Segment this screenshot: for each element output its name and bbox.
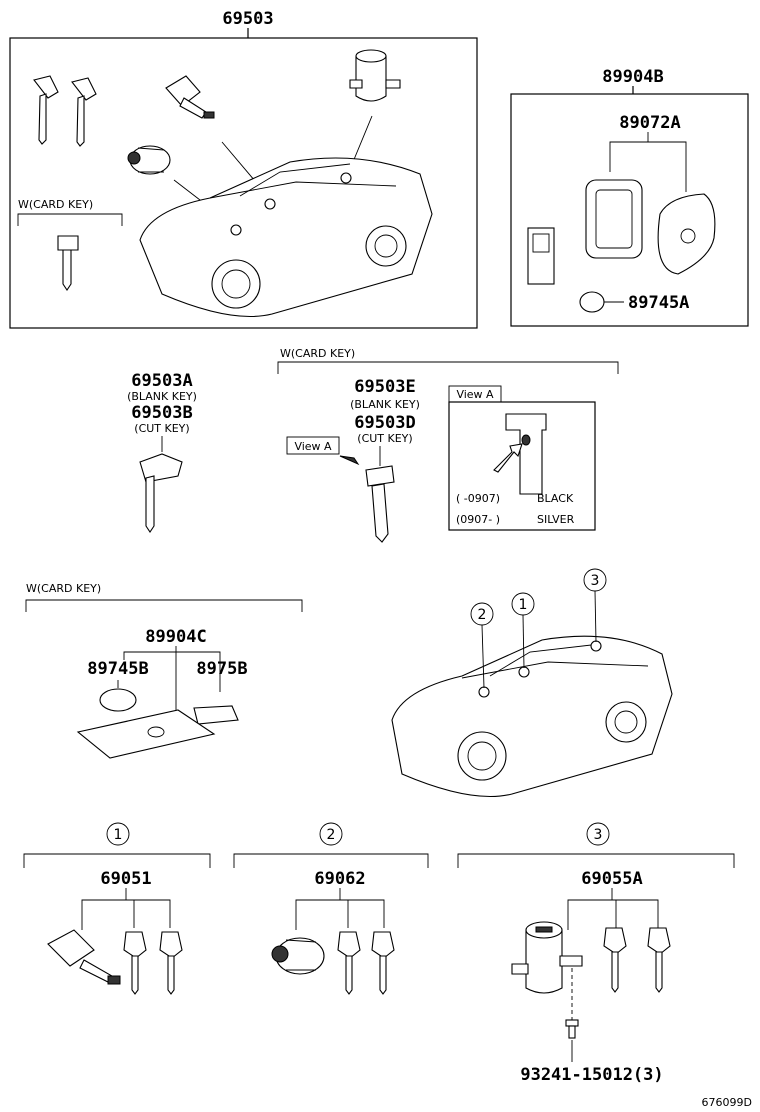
cut-key-label: (CUT KEY) [357, 432, 412, 445]
card-insert-icon [193, 705, 239, 725]
key-icon [647, 927, 671, 993]
card-key-icon [365, 465, 395, 543]
part-number-93241: 93241-15012(3) [520, 1065, 663, 1085]
card-key-label: W(CARD KEY) [280, 347, 355, 360]
view-a-label: View A [456, 388, 494, 401]
door-lock-cylinder-icon [165, 75, 215, 119]
group-69503A: 69503A (BLANK KEY) 69503B (CUT KEY) [127, 371, 197, 533]
color-row1-name: BLACK [537, 492, 574, 505]
group-car-callouts: 2 1 3 [391, 568, 673, 798]
card-key-icon [57, 235, 79, 291]
smart-key-case-icon [585, 179, 643, 259]
card-key-body-icon [76, 709, 216, 759]
group-69062: 2 69062 [233, 822, 429, 995]
key-icon [139, 453, 183, 533]
key-icon [33, 75, 59, 145]
ignition-cylinder-icon [271, 937, 325, 975]
part-number-8975B: 8975B [196, 659, 247, 679]
color-row2-name: SILVER [537, 513, 575, 526]
view-a-detail-box [448, 401, 596, 531]
part-number-69051: 69051 [100, 869, 151, 889]
callout-3 [586, 822, 610, 846]
part-number-69503: 69503 [222, 9, 273, 29]
part-number-69503E: 69503E [354, 377, 415, 397]
callout-2-label: 2 [327, 827, 336, 843]
trunk-cylinder-icon [349, 49, 401, 102]
car-icon [139, 157, 433, 318]
card-key-detail-icon [493, 413, 547, 495]
battery-icon [579, 291, 605, 313]
color-row2-range: (0907- ) [456, 513, 500, 526]
callout-2 [319, 822, 343, 846]
key-icon [123, 931, 147, 995]
emergency-key-icon [527, 227, 555, 285]
key-icon [603, 927, 627, 993]
part-number-69055A: 69055A [581, 869, 642, 889]
trunk-cylinder-icon [511, 921, 583, 994]
blank-key-label: (BLANK KEY) [350, 398, 420, 411]
part-number-89745B: 89745B [87, 659, 148, 679]
part-number-89904B: 89904B [602, 67, 663, 87]
blank-key-label: (BLANK KEY) [127, 390, 197, 403]
battery-icon [99, 688, 137, 712]
callout-2-label: 2 [478, 607, 487, 623]
group-69051: 1 69051 [23, 822, 211, 995]
key-icon [71, 77, 97, 147]
part-number-89904C: 89904C [145, 627, 206, 647]
box-89904B [510, 93, 749, 327]
key-icon [159, 931, 183, 995]
part-number-89745A: 89745A [628, 293, 689, 313]
arrow-icon [339, 455, 360, 466]
ignition-cylinder-icon [127, 145, 171, 175]
diagram-id: 676099D [702, 1096, 752, 1109]
smart-key-cover-icon [657, 193, 716, 275]
box-69503 [9, 37, 478, 329]
callout-3-label: 3 [591, 573, 600, 589]
screw-icon [565, 1019, 579, 1039]
callout-1-label: 1 [519, 597, 528, 613]
key-icon [337, 931, 361, 995]
view-a-label: View A [294, 440, 332, 453]
group-69503: 69503 [9, 9, 478, 329]
card-key-label: W(CARD KEY) [18, 198, 93, 211]
cut-key-label: (CUT KEY) [134, 422, 189, 435]
part-number-69503A: 69503A [131, 371, 192, 391]
color-row1-range: ( -0907) [456, 492, 500, 505]
door-lock-cylinder-icon [47, 929, 121, 985]
view-a-box [286, 436, 340, 455]
callout-3-label: 3 [594, 827, 603, 843]
card-key-label: W(CARD KEY) [26, 582, 101, 595]
part-number-69503D: 69503D [354, 413, 415, 433]
group-69503E: W(CARD KEY) 69503E (BLANK KEY) 69503D (C… [277, 347, 619, 543]
callout-1-label: 1 [114, 827, 123, 843]
part-number-69062: 69062 [314, 869, 365, 889]
group-69055A: 3 69055A 93241-15012(3) [457, 822, 735, 1085]
car-icon [391, 635, 673, 798]
group-89904C: W(CARD KEY) 89904C 89745B 8975B [25, 582, 303, 759]
key-icon [371, 931, 395, 995]
group-89904B: 89904B 89072A 89745A [510, 67, 749, 327]
part-number-89072A: 89072A [619, 113, 680, 133]
callout-1 [106, 822, 130, 846]
part-number-69503B: 69503B [131, 403, 192, 423]
